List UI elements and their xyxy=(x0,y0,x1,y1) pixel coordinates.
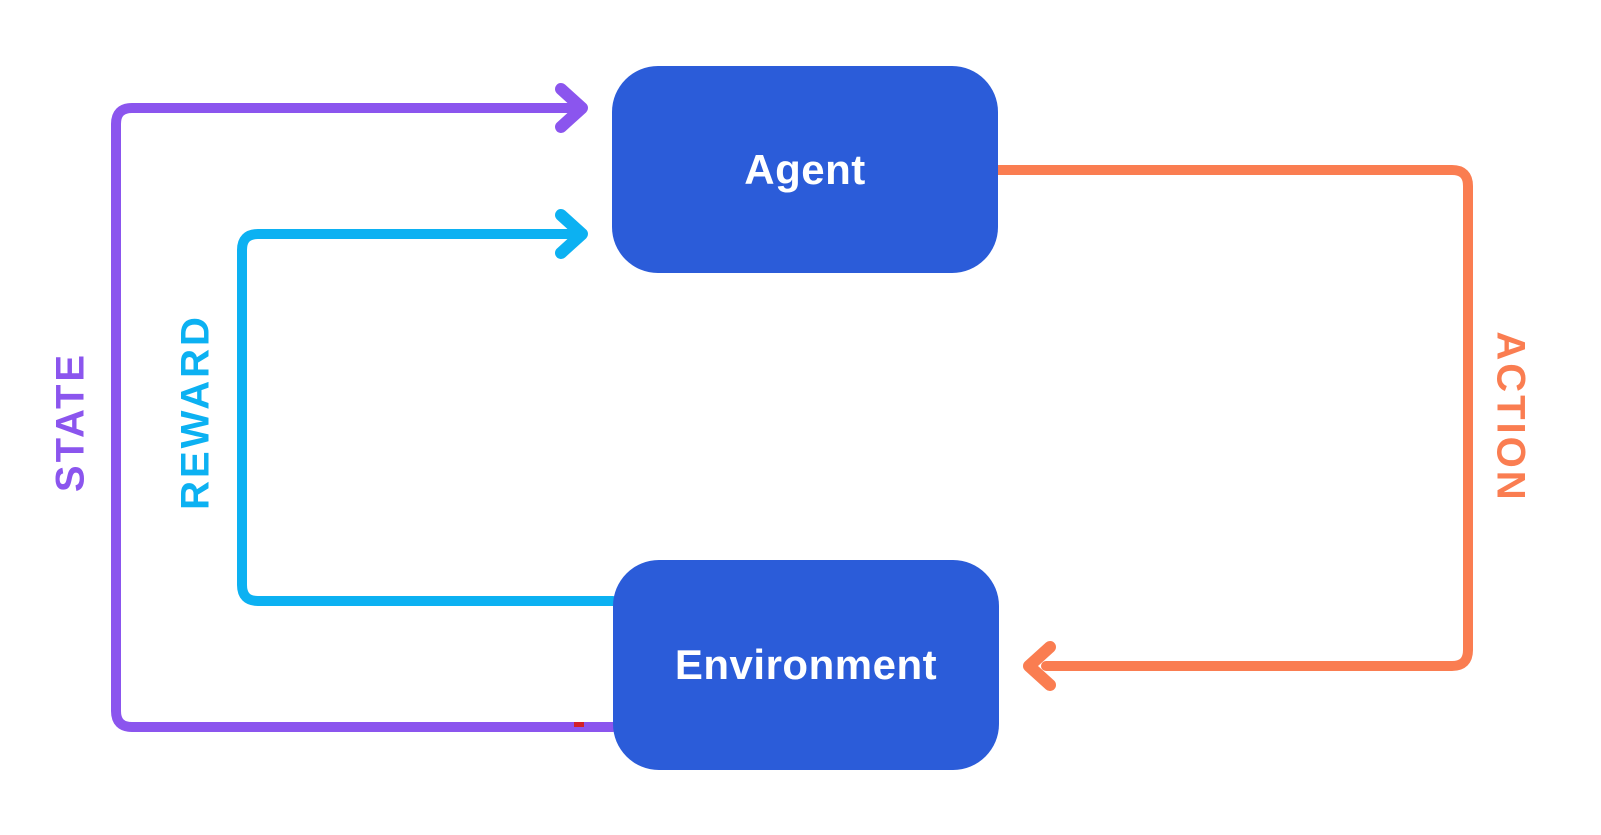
reward-arrow-line xyxy=(237,229,618,606)
reward-arrowhead-icon xyxy=(555,209,588,259)
edge-label-reward: REWARD xyxy=(173,314,218,510)
node-agent: Agent xyxy=(612,66,998,273)
action-arrow-line xyxy=(992,165,1473,671)
node-environment: Environment xyxy=(613,560,999,770)
node-environment-label: Environment xyxy=(674,641,938,688)
state-arrowhead-icon xyxy=(555,83,588,133)
red-dash-mark xyxy=(574,722,584,727)
node-agent-label: Agent xyxy=(744,145,866,193)
edge-label-state: STATE xyxy=(48,351,93,493)
action-arrowhead-icon xyxy=(1023,641,1056,691)
state-arrow-line xyxy=(111,103,618,732)
edge-label-action: ACTION xyxy=(1488,331,1533,503)
